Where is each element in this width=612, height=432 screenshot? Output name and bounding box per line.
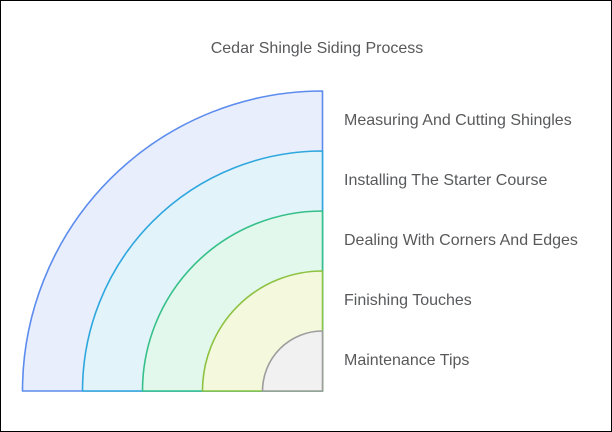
diagram-title: Cedar Shingle Siding Process	[210, 40, 424, 57]
stage-label-installing-the-starter-course: Installing The Starter Course	[344, 172, 548, 189]
stage-label-measuring-and-cutting-shingles: Measuring And Cutting Shingles	[344, 112, 572, 129]
stage-label-finishing-touches: Finishing Touches	[344, 292, 472, 309]
stage-label-maintenance-tips: Maintenance Tips	[344, 352, 470, 369]
stage-arc-4	[261, 330, 324, 392]
stage-label-dealing-with-corners-and-edges: Dealing With Corners And Edges	[344, 232, 578, 249]
